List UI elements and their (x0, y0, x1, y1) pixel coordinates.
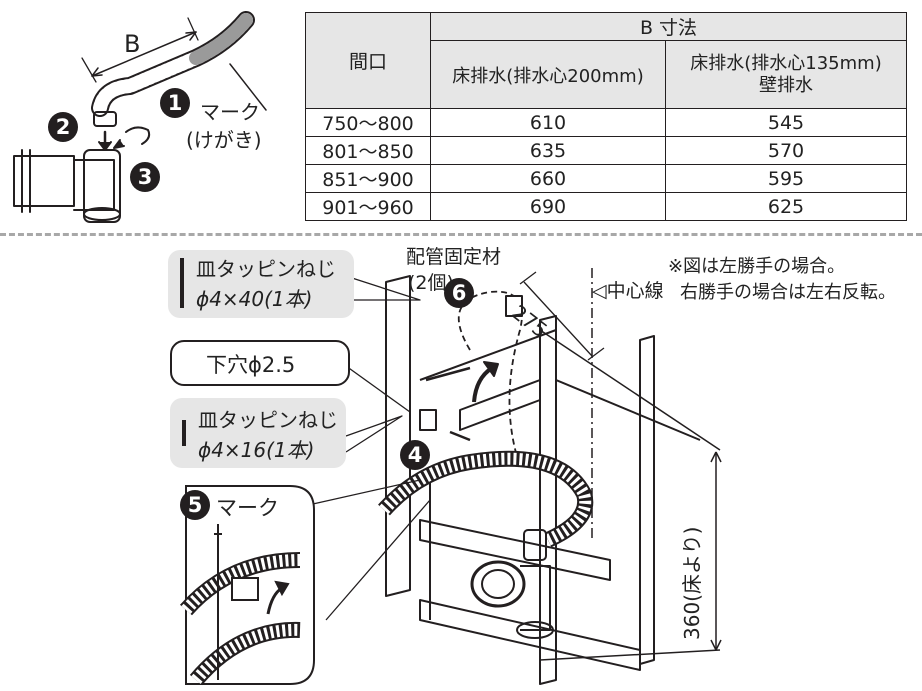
step-badge-3: 3 (130, 162, 160, 192)
screw-40-name: 皿タッピンねじ (196, 257, 336, 281)
table-row: 750〜800 610 545 (305, 108, 907, 137)
inset-detail-5 (179, 485, 315, 686)
table-row: 851〜900 660 595 (305, 164, 907, 193)
screw-icon (182, 420, 186, 446)
dimension-b-label: B (124, 30, 141, 58)
cell-floor135: 545 (665, 108, 907, 137)
cell-frontage: 801〜850 (305, 136, 431, 165)
step-badge-5: 5 (180, 490, 210, 520)
header-floor-drain-200: 床排水(排水心200mm) (430, 40, 666, 109)
pilot-hole-callout: 下穴ϕ2.5 (170, 340, 350, 386)
note-line-1: ※図は左勝手の場合。 (668, 256, 846, 277)
screw-icon (180, 258, 184, 308)
cell-floor135: 570 (665, 136, 907, 165)
header-frontage: 間口 (305, 12, 431, 109)
center-line-label: ◁中心線 (592, 276, 664, 303)
table-row: 901〜960 690 625 (305, 192, 907, 221)
pipe-fixing-count: (2個) (408, 272, 454, 294)
note-line-2: 右勝手の場合は左右反転。 (680, 282, 896, 303)
step-badge-4: 4 (400, 440, 430, 470)
cell-frontage: 750〜800 (305, 108, 431, 137)
screw-16-name: 皿タッピンねじ (198, 408, 338, 432)
cell-frontage: 901〜960 (305, 192, 431, 221)
mark-5-label: マーク (216, 496, 279, 520)
cell-floor200: 660 (430, 164, 666, 193)
header-floor-drain-135-line2: 壁排水 (759, 74, 813, 96)
pipe-fixing-label: 配管固定材 (406, 246, 502, 268)
height-dimension-label: 360(床より) (680, 526, 704, 640)
screw-16-callout: 皿タッピンねじ ϕ4×16(1本) (170, 398, 346, 468)
step-badge-2: 2 (48, 112, 78, 142)
screw-16-spec: ϕ4×16(1本) (198, 438, 315, 462)
header-floor-drain-135: 床排水(排水心135mm) 壁排水 (665, 40, 907, 109)
screw-40-spec: ϕ4×40(1本) (196, 287, 313, 311)
cell-floor200: 635 (430, 136, 666, 165)
cell-floor135: 625 (665, 192, 907, 221)
step-badge-6: 6 (444, 278, 474, 308)
center-line-arrow-icon: ◁ (592, 280, 607, 302)
header-b-dimension: B 寸法 (430, 12, 907, 41)
table-row: 801〜850 635 570 (305, 136, 907, 165)
pilot-hole-label: 下穴ϕ2.5 (206, 353, 296, 377)
mark-label: マーク (200, 100, 260, 124)
cell-floor200: 610 (430, 108, 666, 137)
center-line-text: 中心線 (606, 280, 664, 302)
cell-floor135: 595 (665, 164, 907, 193)
step-badge-1: 1 (160, 88, 190, 118)
cell-frontage: 851〜900 (305, 164, 431, 193)
mark-sub-label: (けがき) (186, 128, 262, 152)
cell-floor200: 690 (430, 192, 666, 221)
section-divider (0, 233, 922, 236)
b-dimension-table: 間口 B 寸法 床排水(排水心200mm) 床排水(排水心135mm) 壁排水 … (305, 12, 907, 221)
mark-callout: マーク (けがき) (182, 92, 290, 154)
header-floor-drain-135-line1: 床排水(排水心135mm) (690, 52, 882, 74)
screw-40-callout: 皿タッピンねじ ϕ4×40(1本) (168, 250, 354, 318)
